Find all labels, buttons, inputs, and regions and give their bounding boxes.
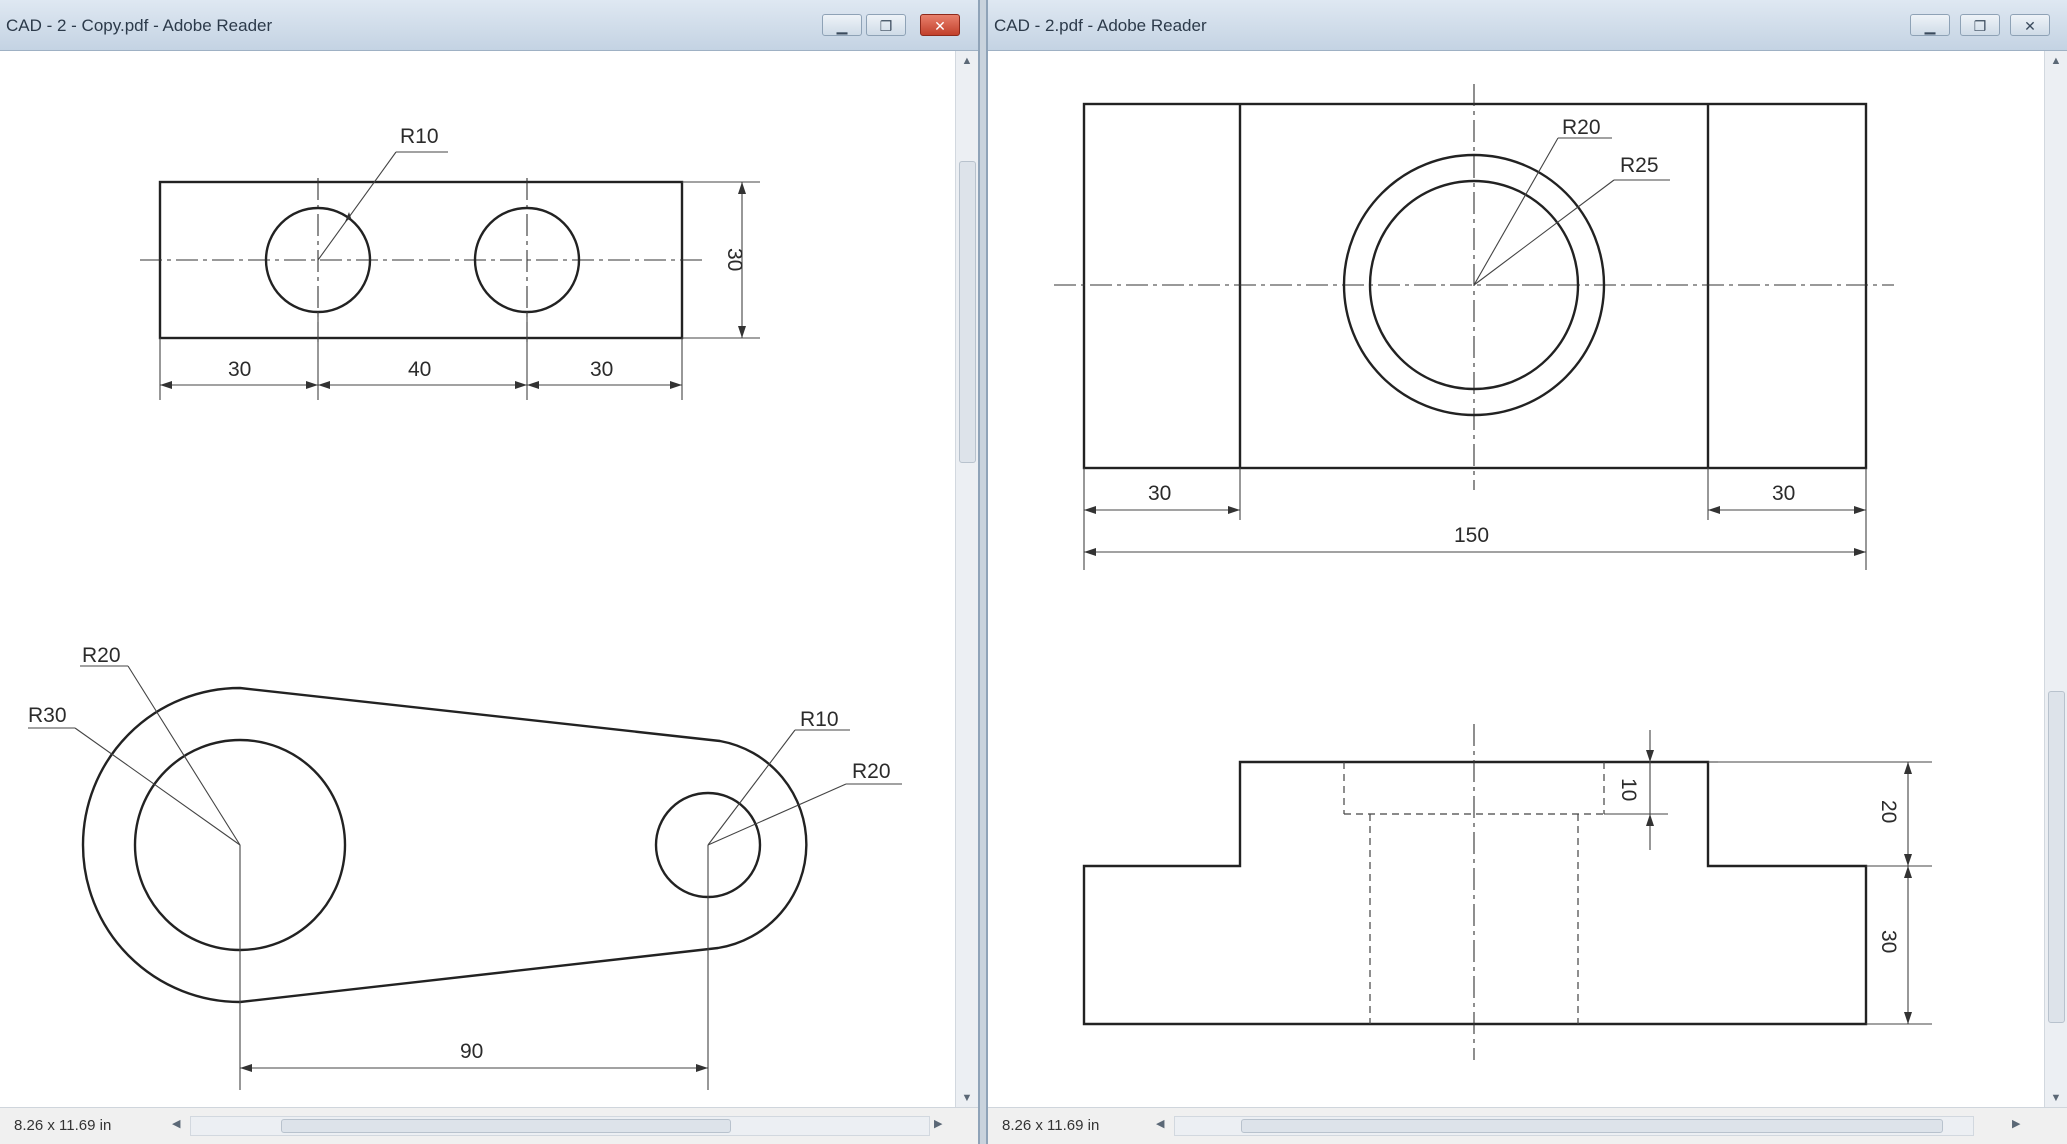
right-hscroll-thumb[interactable] [1241,1119,1943,1133]
scroll-down-icon[interactable]: ▼ [961,1092,973,1104]
r25-leader [1473,179,1615,286]
left-page-size: 8.26 x 11.69 in [14,1117,112,1134]
r30-leader [74,727,241,846]
dim-30-right: 30 [590,358,613,381]
front-dim-30: 30 [1877,930,1900,953]
close-icon[interactable]: ✕ [2010,14,2050,36]
front-view-drawing: 10 20 30 [1082,724,1932,1060]
right-statusbar: 8.26 x 11.69 in ◀ ▶ [988,1107,2067,1144]
r10-leader [317,151,397,261]
maximize-icon[interactable]: ❐ [1960,14,2000,36]
top-dim-30-left: 30 [1148,482,1171,505]
front-view-outline [1082,760,1868,1026]
left-vscroll-thumb[interactable] [959,161,976,463]
left-window-title: CAD - 2 - Copy.pdf - Adobe Reader [6,16,273,35]
close-icon[interactable]: ✕ [920,14,960,36]
boss-inner-circle [1368,179,1580,391]
left-reader-window: CAD - 2 - Copy.pdf - Adobe Reader ▁ ❐ ✕ … [0,0,980,1144]
right-page-size: 8.26 x 11.69 in [1002,1117,1100,1134]
scroll-left-icon[interactable]: ◀ [172,1118,181,1130]
left-drawing-canvas: R10 30 40 30 [28,125,902,1090]
r25-label: R25 [1620,154,1659,177]
r30-label: R30 [28,704,67,727]
scroll-right-icon[interactable]: ▶ [2012,1118,2021,1130]
boss-outer-circle [1342,153,1606,417]
dim-30-left: 30 [228,358,251,381]
dim-40: 40 [408,358,431,381]
r20-label: R20 [1562,116,1601,139]
r20-large-label: R20 [82,644,121,667]
r20-large-leader [127,665,241,846]
lever-drawing: R20 R30 R10 R20 90 [28,644,902,1090]
top-view-drawing: R20 R25 30 30 [1054,84,1894,570]
left-statusbar: 8.26 x 11.69 in ◀ ▶ [0,1107,978,1144]
scroll-up-icon[interactable]: ▲ [961,55,973,67]
right-reader-window: CAD - 2.pdf - Adobe Reader ▁ ❐ ✕ R20 R [986,0,2067,1144]
right-window-title: CAD - 2.pdf - Adobe Reader [994,16,1207,35]
top-view-outline [1082,102,1868,470]
r10-small-leader [707,729,796,846]
r20-small-label: R20 [852,760,891,783]
dim-height: 30 [723,248,746,271]
scroll-left-icon[interactable]: ◀ [1156,1118,1165,1130]
left-horizontal-scrollbar[interactable] [190,1116,930,1136]
minimize-icon[interactable]: ▁ [1910,14,1950,36]
r10-label: R10 [400,125,439,148]
right-horizontal-scrollbar[interactable] [1174,1116,1974,1136]
scroll-up-icon[interactable]: ▲ [2050,55,2062,67]
left-hscroll-thumb[interactable] [281,1119,731,1133]
top-dim-30-right: 30 [1772,482,1795,505]
top-dim-150: 150 [1454,524,1489,547]
front-dim-10: 10 [1617,778,1640,801]
r10-small-label: R10 [800,708,839,731]
lever-outline [81,686,808,1004]
scroll-right-icon[interactable]: ▶ [934,1118,943,1130]
minimize-icon[interactable]: ▁ [822,14,862,36]
plate-drawing: R10 30 40 30 [140,125,760,400]
front-dim-20: 20 [1877,800,1900,823]
right-vertical-scrollbar[interactable]: ▲ ▼ [2044,51,2067,1108]
left-vertical-scrollbar[interactable]: ▲ ▼ [955,51,978,1108]
right-titlebar[interactable]: CAD - 2.pdf - Adobe Reader ▁ ❐ ✕ [988,0,2067,51]
left-titlebar[interactable]: CAD - 2 - Copy.pdf - Adobe Reader ▁ ❐ ✕ [0,0,978,51]
r20-small-leader [707,783,847,846]
right-drawing-canvas: R20 R25 30 30 [1054,84,1932,1060]
right-vscroll-thumb[interactable] [2048,691,2065,1023]
maximize-icon[interactable]: ❐ [866,14,906,36]
r20-leader [1473,137,1559,286]
dim-90: 90 [460,1040,483,1063]
left-document-page[interactable]: R10 30 40 30 [0,51,956,1108]
scroll-down-icon[interactable]: ▼ [2050,1092,2062,1104]
right-document-page[interactable]: R20 R25 30 30 [988,51,2045,1108]
